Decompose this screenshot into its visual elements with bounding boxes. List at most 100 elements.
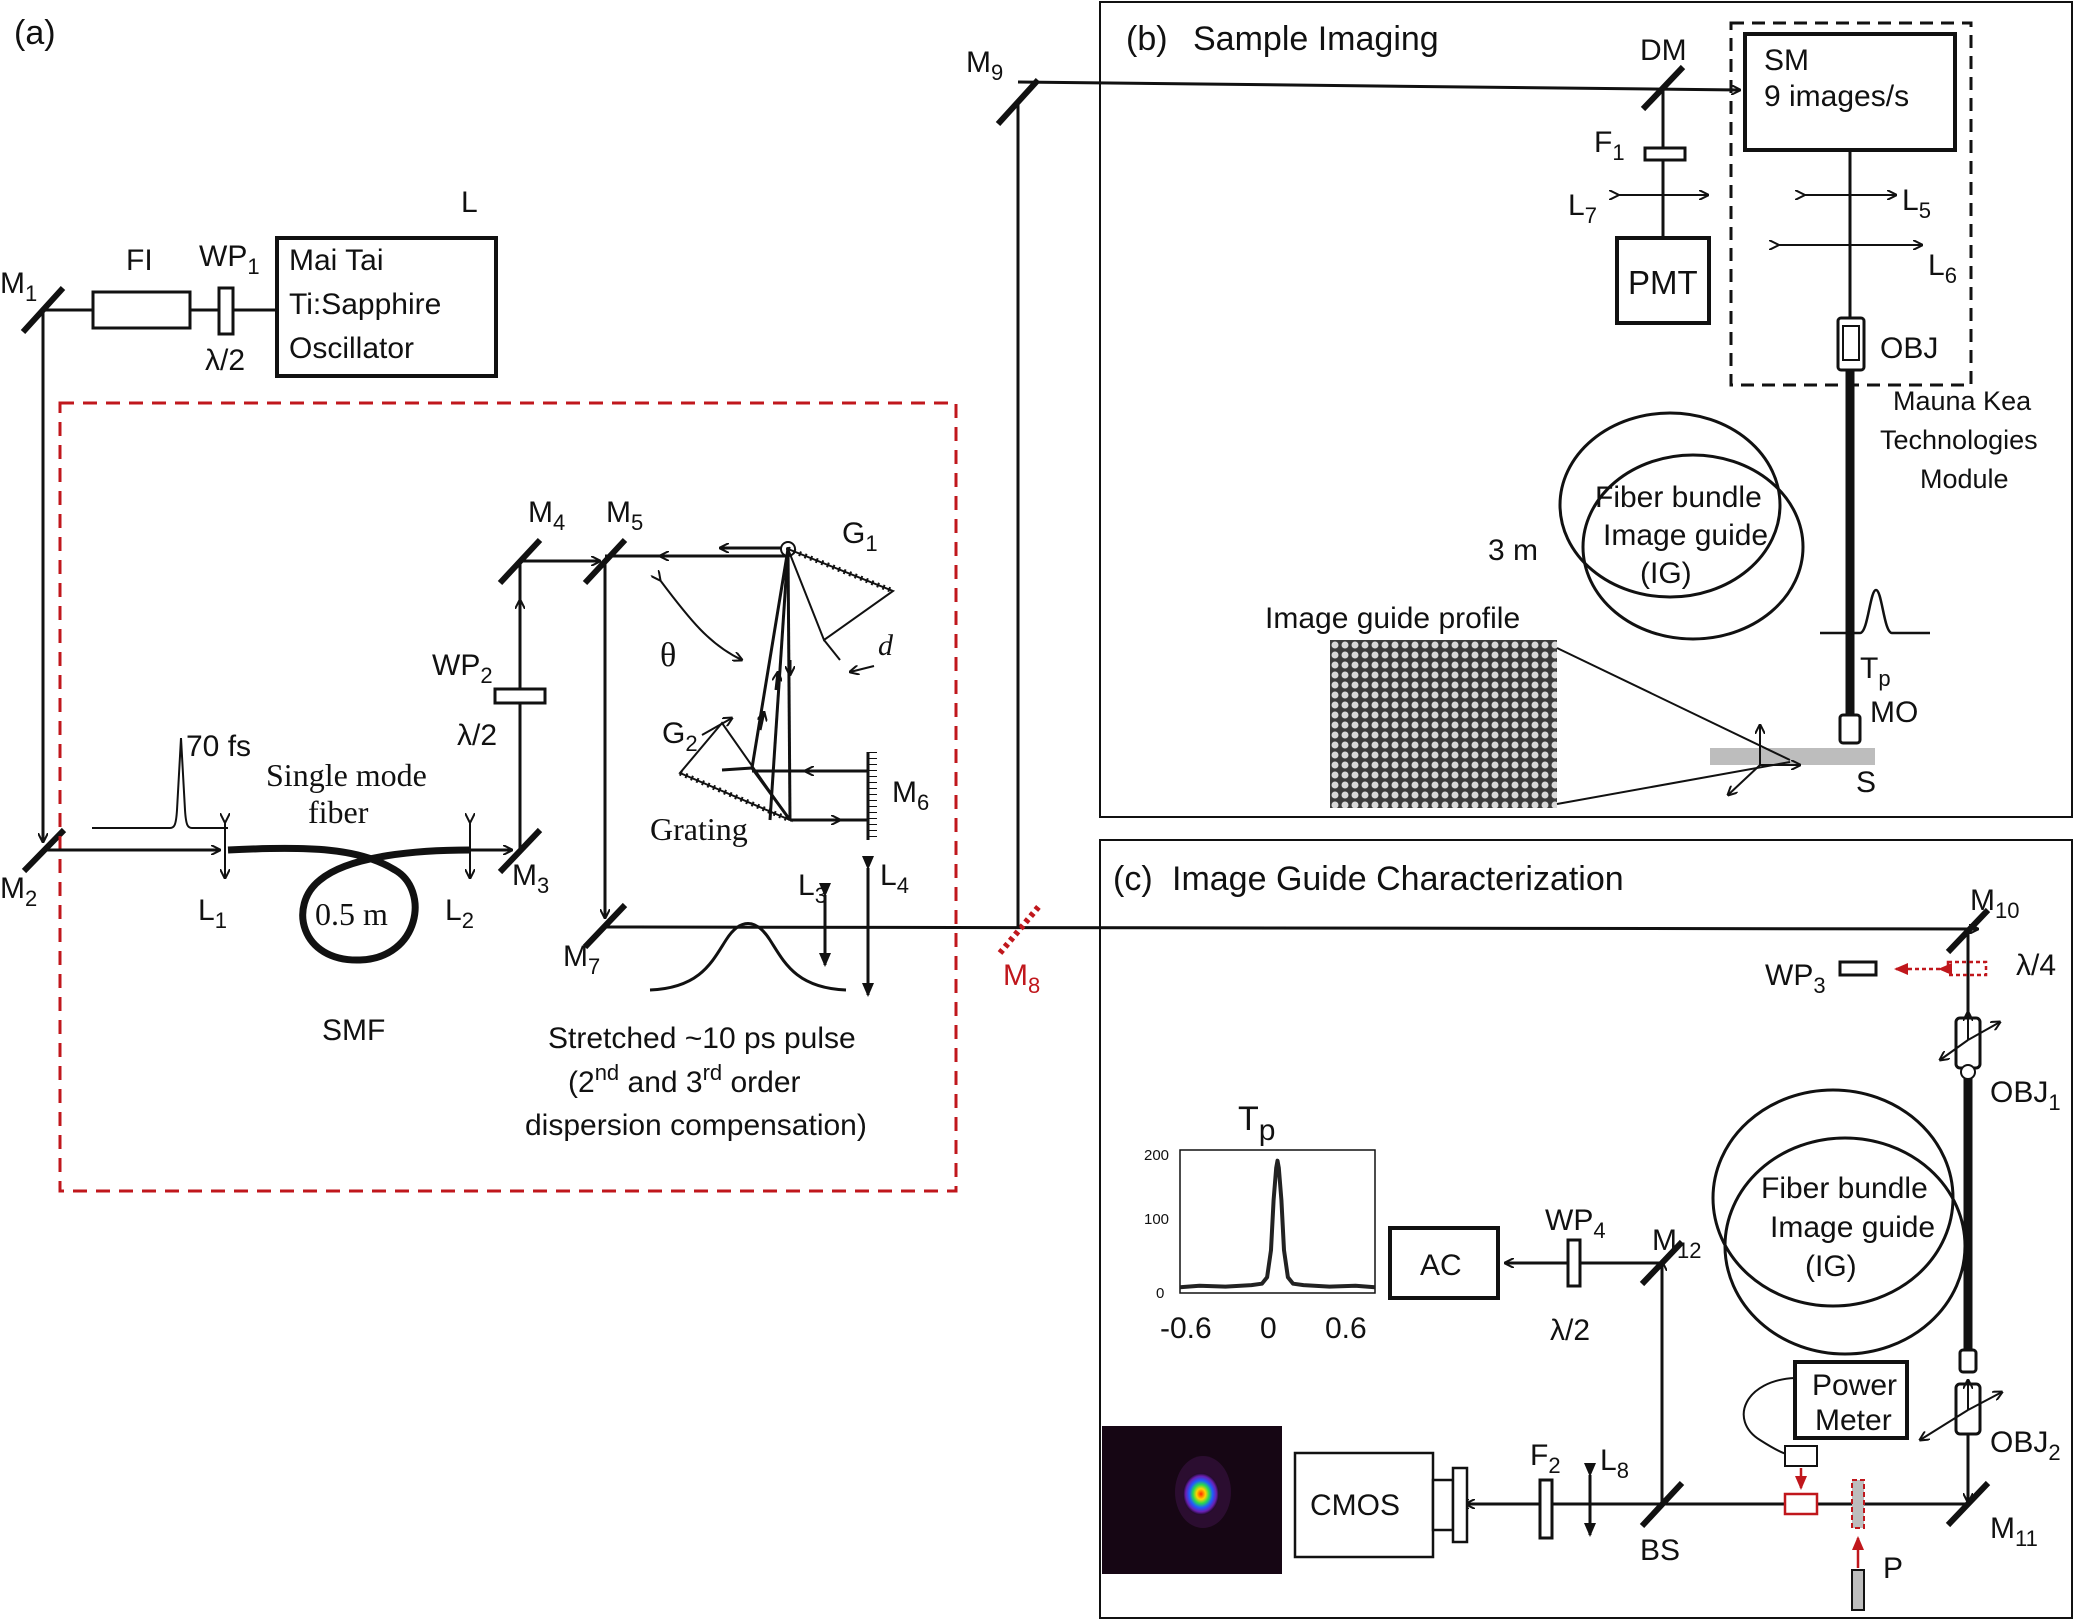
beam-m7-m10 — [604, 927, 1978, 929]
obj2-axis-y — [1920, 1409, 1969, 1440]
obj1-label: OBJ1 — [1990, 1076, 2061, 1115]
single-mode-fiber — [227, 844, 471, 964]
mo-label: MO — [1870, 696, 1918, 729]
l5-label: L5 — [1902, 184, 1931, 223]
profile-zoom-line-bottom — [1556, 761, 1791, 805]
smf-title-line1: Single mode — [266, 757, 427, 793]
micro-objective-mo — [1838, 713, 1862, 745]
bundle-length-label: 3 m — [1488, 534, 1538, 567]
mirror-m9 — [995, 77, 1041, 127]
sample-stage — [1710, 748, 1875, 765]
m9-label: M9 — [966, 46, 1003, 85]
g2-label: G2 — [662, 717, 698, 756]
bundle-c-line2: Image guide — [1770, 1211, 1935, 1244]
plot-xtick-neg: -0.6 — [1160, 1312, 1212, 1345]
panel-c-label: (c) — [1113, 860, 1153, 898]
autocorrelator-box — [1388, 1226, 1500, 1300]
sample-label: S — [1856, 766, 1876, 799]
panel-c-frame — [1099, 839, 2073, 1619]
autocorrelation-plot — [1179, 1149, 1376, 1294]
d-marker-line — [823, 639, 841, 661]
sm-line1: SM — [1764, 44, 1809, 77]
stretched-pulse — [649, 922, 847, 992]
fiber-coil-b-1 — [1558, 411, 1782, 599]
g1-ruling — [787, 546, 894, 594]
profile-label: Image guide profile — [1265, 602, 1520, 635]
d-label: d — [878, 629, 894, 662]
power-sensor-inbeam — [1783, 1492, 1819, 1516]
pmt-label: PMT — [1628, 264, 1698, 301]
stretcher-dashed-box — [58, 401, 958, 1193]
power-line1: Power — [1812, 1369, 1897, 1402]
grating-label: Grating — [650, 811, 748, 847]
laser-line2: Ti:Sapphire — [289, 288, 441, 321]
power-meter-cable — [1742, 1377, 1796, 1457]
smf-length-label: 0.5 m — [315, 896, 388, 932]
module-line2: Technologies — [1880, 425, 2038, 455]
l1-label: L1 — [198, 894, 227, 933]
wp3-plate — [1838, 960, 1878, 977]
bundle-c-line3: (IG) — [1805, 1250, 1857, 1283]
stretched-line3: dispersion compensation) — [525, 1109, 867, 1142]
l6-label: L6 — [1928, 249, 1957, 288]
obj2-label: OBJ2 — [1990, 1426, 2061, 1465]
beam-m9-sm — [1017, 80, 1740, 90]
f1-label: F1 — [1594, 126, 1625, 165]
g1-beam-arrow-2 — [776, 672, 778, 691]
g2-ruling — [679, 770, 791, 823]
m1-label: M1 — [0, 267, 37, 306]
obj2-axis-x — [1967, 1392, 2002, 1411]
wp2-label: WP2 — [432, 649, 493, 688]
polarizer-label: P — [1883, 1552, 1903, 1585]
dm-label: DM — [1640, 34, 1687, 67]
beam-profile-spot — [1183, 1473, 1219, 1515]
theta-label: θ — [660, 637, 676, 674]
fiber-connector-c — [1958, 1348, 1978, 1374]
power-meter-box — [1793, 1360, 1909, 1440]
d-arrow — [850, 666, 875, 672]
pulse-70fs-label: 70 fs — [186, 730, 251, 763]
obj-label: OBJ — [1880, 332, 1938, 365]
m2-label: M2 — [0, 872, 37, 911]
m7-label: M7 — [563, 940, 600, 979]
stretched-line1: Stretched ~10 ps pulse — [548, 1022, 856, 1055]
wp3-label: WP3 — [1765, 959, 1826, 998]
bundle-b-line2: Image guide — [1603, 519, 1768, 552]
m6-label: M6 — [892, 776, 929, 815]
power-sensor-parked — [1784, 1445, 1818, 1467]
quarterwave-label: λ/4 — [2016, 949, 2056, 982]
input-pulse-70fs — [92, 737, 228, 829]
power-line2: Meter — [1815, 1404, 1892, 1437]
sm-line2: 9 images/s — [1764, 80, 1909, 113]
objective-obj-inner — [1842, 325, 1860, 361]
module-line3: Module — [1920, 464, 2009, 494]
plot-xtick-zero: 0 — [1260, 1312, 1277, 1345]
plot-ytick-200: 200 — [1144, 1147, 1169, 1164]
fiber-coil-b-2 — [1581, 453, 1805, 641]
laser-corner-label: L — [461, 186, 478, 219]
cmos-lens-front — [1451, 1466, 1469, 1544]
obj1-axis-x — [1967, 1022, 2000, 1041]
grating-g1 — [786, 547, 896, 642]
obj1-tip — [1960, 1064, 1976, 1080]
wp4-label: WP4 — [1545, 1204, 1606, 1243]
fi-label: FI — [126, 244, 153, 277]
l7-label: L7 — [1568, 189, 1597, 228]
module-line1: Mauna Kea — [1893, 386, 2032, 416]
l3-label: L3 — [798, 869, 827, 908]
wp2-plate — [493, 687, 547, 705]
output-pulse-tp — [1820, 588, 1930, 635]
tp-b-label: Tp — [1860, 652, 1891, 691]
l2-label: L2 — [445, 894, 474, 933]
wp1-label: WP1 — [199, 240, 260, 279]
beam-g1-g2-c — [768, 548, 790, 821]
fiber-coil-c-2 — [1723, 1136, 1967, 1356]
m8-label: M8 — [1003, 959, 1040, 998]
faraday-isolator — [91, 290, 192, 330]
g1-label: G1 — [842, 517, 878, 556]
bundle-c-line1: Fiber bundle — [1761, 1172, 1928, 1205]
wp4-plate — [1566, 1238, 1582, 1288]
mirror-m7 — [582, 902, 628, 950]
m11-label: M11 — [1990, 1512, 2038, 1551]
